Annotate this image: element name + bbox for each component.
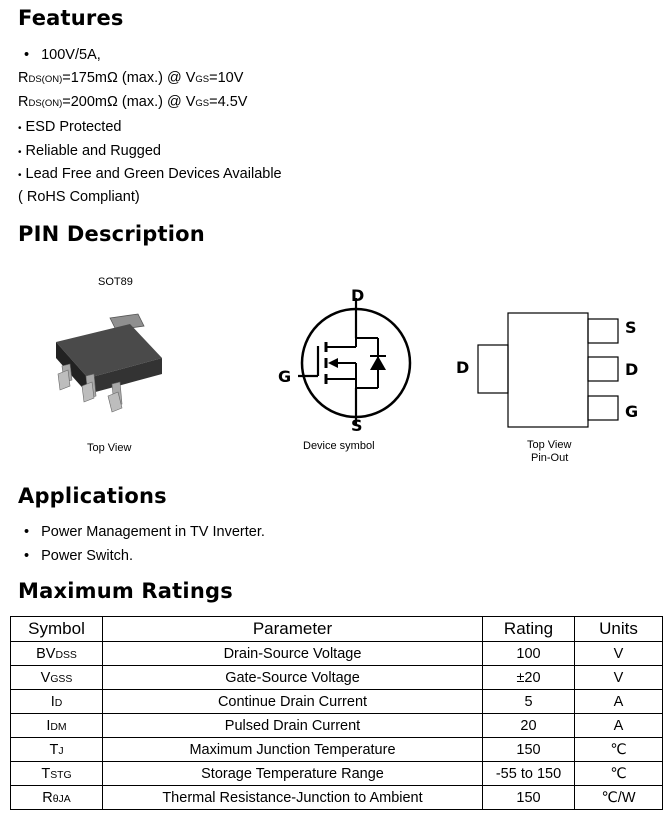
application-text: Power Management in TV Inverter.: [41, 524, 265, 540]
feature-text: 100V/5A,: [41, 47, 101, 63]
application-item: • Power Management in TV Inverter.: [24, 524, 265, 540]
symbol-cell: TSTG: [10, 761, 103, 786]
sot89-package-image: [56, 313, 162, 413]
table-row: IDM Pulsed Drain Current 20 A: [10, 713, 663, 738]
feature-rds-4v5: RDS(ON)=200mΩ (max.) @ VGS=4.5V: [18, 94, 247, 110]
application-item: • Power Switch.: [24, 548, 133, 564]
pin-description-heading: PIN Description: [18, 222, 205, 246]
parameter-cell: Maximum Junction Temperature: [102, 737, 483, 762]
units-cell: A: [574, 713, 663, 738]
feature-rds-10v: RDS(ON)=175mΩ (max.) @ VGS=10V: [18, 70, 243, 86]
symbol-cell: RθJA: [10, 785, 103, 810]
header-units: Units: [574, 616, 663, 642]
rds-value: =200mΩ (max.) @ V: [62, 94, 196, 110]
table-row: ID Continue Drain Current 5 A: [10, 689, 663, 714]
rds-symbol: R: [18, 94, 29, 110]
features-heading: Features: [18, 6, 124, 30]
units-cell: V: [574, 641, 663, 666]
symbol-source-label: S: [351, 416, 363, 435]
feature-text: Lead Free and Green Devices Available: [25, 166, 282, 182]
bullet: •: [24, 524, 30, 540]
parameter-cell: Thermal Resistance-Junction to Ambient: [102, 785, 483, 810]
symbol-cell: BVDSS: [10, 641, 103, 666]
table-row: TSTG Storage Temperature Range -55 to 15…: [10, 761, 663, 786]
parameter-cell: Drain-Source Voltage: [102, 641, 483, 666]
rds-value: =175mΩ (max.) @ V: [62, 70, 196, 86]
symbol-drain-label: D: [351, 286, 365, 305]
rating-cell: 150: [482, 785, 575, 810]
pinout-caption-pin-out: Pin-Out: [531, 452, 569, 464]
feature-text: ESD Protected: [25, 119, 122, 135]
table-row: VGSS Gate-Source Voltage ±20 V: [10, 665, 663, 690]
device-symbol-caption: Device symbol: [303, 440, 375, 452]
rds-subscript: DS(ON): [28, 98, 63, 109]
bullet: •: [24, 47, 30, 63]
vgs-subscript: GS: [195, 74, 210, 85]
application-text: Power Switch.: [41, 548, 133, 564]
bullet: •: [24, 548, 30, 564]
rds-subscript: DS(ON): [28, 74, 63, 85]
vgs-subscript: GS: [195, 98, 210, 109]
symbol-cell: IDM: [10, 713, 103, 738]
table-row: RθJA Thermal Resistance-Junction to Ambi…: [10, 785, 663, 810]
rating-cell: 150: [482, 737, 575, 762]
symbol-cell: ID: [10, 689, 103, 714]
symbol-gate-label: G: [278, 367, 292, 386]
rating-cell: 100: [482, 641, 575, 666]
parameter-cell: Continue Drain Current: [102, 689, 483, 714]
package-top-view-caption: Top View: [87, 442, 132, 454]
pinout-diagram: [477, 312, 619, 428]
parameter-cell: Pulsed Drain Current: [102, 713, 483, 738]
table-row: BVDSS Drain-Source Voltage 100 V: [10, 641, 663, 666]
bullet: •: [18, 147, 22, 158]
units-cell: A: [574, 689, 663, 714]
applications-heading: Applications: [18, 484, 167, 508]
rating-cell: ±20: [482, 665, 575, 690]
rating-cell: 5: [482, 689, 575, 714]
package-name: SOT89: [98, 276, 133, 288]
rds-symbol: R: [18, 70, 29, 86]
vgs-value: =4.5V: [209, 94, 248, 110]
rating-cell: -55 to 150: [482, 761, 575, 786]
pinout-caption-top-view: Top View: [527, 439, 572, 451]
feature-esd: • ESD Protected: [18, 119, 121, 135]
parameter-cell: Storage Temperature Range: [102, 761, 483, 786]
feature-voltage-current: • 100V/5A,: [24, 47, 101, 63]
symbol-cell: VGSS: [10, 665, 103, 690]
symbol-cell: TJ: [10, 737, 103, 762]
table-row: TJ Maximum Junction Temperature 150 ℃: [10, 737, 663, 762]
feature-reliable: • Reliable and Rugged: [18, 143, 161, 159]
units-cell: ℃: [574, 737, 663, 762]
pinout-label-tab-drain: D: [456, 358, 470, 377]
header-symbol: Symbol: [10, 616, 103, 642]
pinout-label-drain: D: [625, 360, 639, 379]
header-parameter: Parameter: [102, 616, 483, 642]
feature-rohs: ( RoHS Compliant): [18, 189, 140, 205]
header-rating: Rating: [482, 616, 575, 642]
maximum-ratings-heading: Maximum Ratings: [18, 579, 233, 603]
parameter-cell: Gate-Source Voltage: [102, 665, 483, 690]
bullet: •: [18, 123, 22, 134]
feature-lead-free: • Lead Free and Green Devices Available: [18, 166, 282, 182]
feature-text: Reliable and Rugged: [25, 143, 161, 159]
units-cell: ℃: [574, 761, 663, 786]
bullet: •: [18, 170, 22, 181]
mosfet-device-symbol: [298, 298, 412, 426]
rating-cell: 20: [482, 713, 575, 738]
ratings-table: Symbol Parameter Rating Units BVDSS Drai…: [10, 616, 663, 810]
pinout-label-gate: G: [625, 402, 639, 421]
vgs-value: =10V: [209, 70, 244, 86]
ratings-header-row: Symbol Parameter Rating Units: [10, 616, 663, 642]
pinout-label-source: S: [625, 318, 637, 337]
units-cell: V: [574, 665, 663, 690]
units-cell: ℃/W: [574, 785, 663, 810]
